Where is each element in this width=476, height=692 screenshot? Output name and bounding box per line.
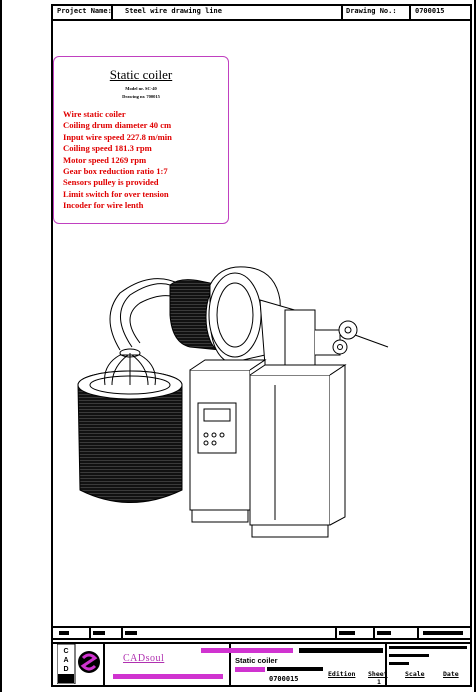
magenta-rule <box>201 648 293 653</box>
spec-line: Coiling drum diameter 40 cm <box>63 120 172 131</box>
drawing-frame <box>51 4 472 687</box>
row-divider <box>121 628 123 638</box>
revision-bar <box>59 631 69 635</box>
title-block: C A D CADsoul Static coiler 0700015 Edit… <box>53 626 470 686</box>
spec-line: Limit switch for over tension <box>63 188 169 199</box>
company-brand: CADsoul <box>123 653 165 664</box>
title-block-divider <box>103 642 105 686</box>
magenta-rule <box>113 674 223 679</box>
revision-bar <box>125 631 137 635</box>
spec-list: Wire static coiler Coiling drum diameter… <box>63 109 172 212</box>
row-divider <box>335 628 337 638</box>
revision-bar <box>423 631 463 635</box>
title-bar <box>389 654 429 657</box>
project-name: Steel wire drawing line <box>125 7 222 15</box>
spec-note-box: Static coiler Model nr. SC-40 Drawing nr… <box>53 56 229 224</box>
date-label: Date <box>443 670 459 678</box>
spec-line: Sensors pulley is provided <box>63 177 159 188</box>
title-block-divider <box>229 642 231 686</box>
drawing-number-label: Drawing No.: <box>346 7 397 15</box>
right-border <box>474 0 476 692</box>
title-bar <box>267 667 323 671</box>
sheet-label: Sheet <box>368 670 388 678</box>
project-label: Project Name: <box>57 7 112 15</box>
drawing-number-value: 0700015 <box>415 7 445 15</box>
header-divider <box>409 4 411 19</box>
row-divider <box>417 628 419 638</box>
magenta-rule <box>235 667 265 672</box>
spec-line: Input wire speed 227.8 m/min <box>63 131 172 142</box>
scale-label: Scale <box>405 670 425 678</box>
title-bar <box>389 646 467 649</box>
spec-line: Incoder for wire lenth <box>63 200 144 211</box>
company-logo: C A D <box>57 644 100 684</box>
note-title: Static coiler <box>109 67 173 82</box>
row-divider <box>89 628 91 638</box>
edition-label: Edition <box>328 670 356 678</box>
gearbox-motor <box>259 299 389 366</box>
drawing-title: Static coiler <box>235 656 278 665</box>
revision-bar <box>377 631 391 635</box>
static-coiler-illustration <box>77 266 389 538</box>
revision-bar <box>339 631 355 635</box>
header-divider <box>341 4 343 19</box>
header-divider <box>111 4 113 19</box>
spec-line: Coiling speed 181.3 rpm <box>63 143 152 154</box>
title-bar <box>389 662 409 665</box>
sheet-value: 1 <box>377 678 381 686</box>
svg-text:C: C <box>63 648 68 655</box>
note-drawing: Drawing nr. 700015 <box>122 94 160 99</box>
note-model: Model nr. SC-40 <box>125 86 157 91</box>
spec-line: Gear box reduction ratio 1:7 <box>63 166 168 177</box>
title-block-divider <box>385 642 387 686</box>
header-strip: Project Name: Steel wire drawing line Dr… <box>51 4 472 21</box>
drawing-number: 0700015 <box>269 675 299 683</box>
svg-text:D: D <box>63 666 68 673</box>
title-block-rule <box>53 642 470 644</box>
wire-coil-basket <box>77 348 183 503</box>
left-border <box>0 0 2 692</box>
revision-bar <box>93 631 105 635</box>
spec-line: Wire static coiler <box>63 109 126 119</box>
title-block-top-row <box>53 626 470 640</box>
drive-cabinet <box>249 364 347 538</box>
svg-text:A: A <box>63 657 68 664</box>
spec-line: Motor speed 1269 rpm <box>63 154 147 165</box>
row-divider <box>373 628 375 638</box>
title-bar <box>299 648 383 653</box>
